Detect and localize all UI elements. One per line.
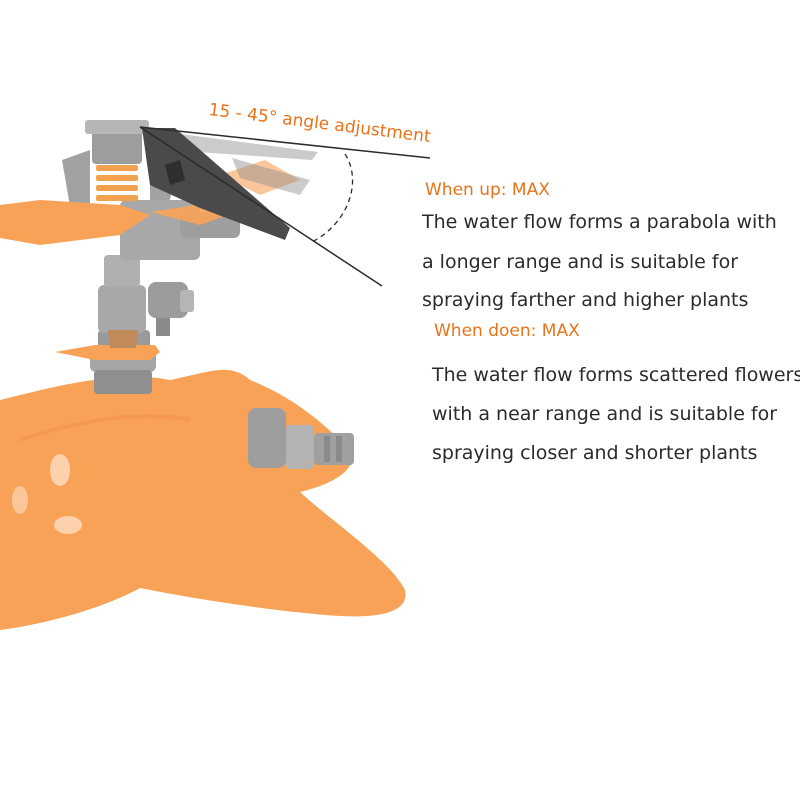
up-line: The water flow forms a parabola with — [422, 211, 777, 233]
nozzle-ghost — [150, 130, 318, 195]
down-line: The water flow forms scattered flowers — [432, 364, 800, 386]
up-line: spraying farther and higher plants — [422, 289, 749, 311]
nozzle-dark — [142, 128, 290, 240]
down-line: spraying closer and shorter plants — [432, 442, 758, 464]
up-line: a longer range and is suitable for — [422, 251, 739, 273]
sprinkler-stem — [55, 255, 160, 394]
side-knob — [148, 282, 194, 336]
angle-indicator — [139, 126, 431, 287]
down-heading: When doen: MAX — [434, 321, 580, 341]
up-heading: When up: MAX — [425, 180, 550, 200]
sprinkler-base — [0, 369, 406, 630]
down-line: with a near range and is suitable for — [432, 403, 778, 425]
hose-connector — [248, 408, 354, 469]
